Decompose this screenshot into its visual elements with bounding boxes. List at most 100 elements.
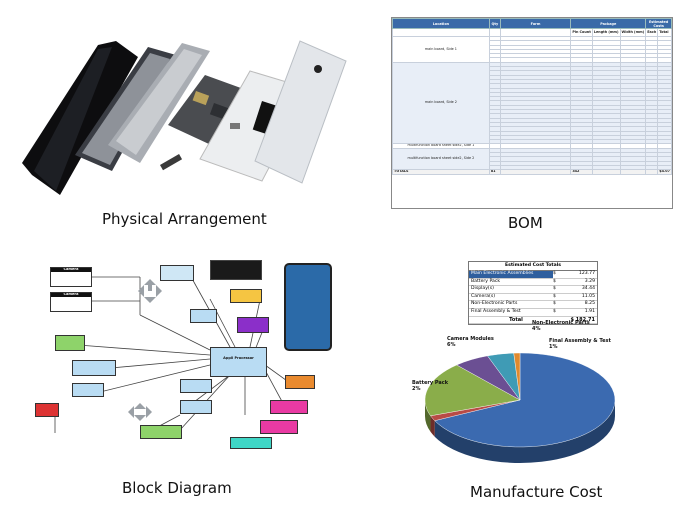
cost-total-row: Total $ 182.71 xyxy=(469,317,597,325)
pie-label-camera-pct: 6% xyxy=(447,342,456,348)
cost-row-currency: $ xyxy=(553,308,556,314)
pie-label-final-pct: 1% xyxy=(549,344,558,350)
rf-block xyxy=(35,403,59,417)
cost-row-value: 123.77 xyxy=(578,271,595,276)
bom-totals-label: TOTALS xyxy=(392,169,490,175)
cost-row-currency: $ xyxy=(553,271,556,276)
cost-row-value: 3.29 xyxy=(584,278,595,284)
pie-label-non-electronic: Non-Electronic Parts 4% xyxy=(532,320,590,332)
physical-arrangement-caption: Physical Arrangement xyxy=(102,210,267,228)
pie-label-final: Final Assembly & Test 1% xyxy=(549,338,611,350)
cost-total-value: $ 182.71 xyxy=(570,316,595,323)
cost-row-currency: $ xyxy=(553,301,556,307)
cost-row: Camera(s) $11.05 xyxy=(469,294,597,302)
bom-location-cell: multifunction board sheet side2, Side 1 xyxy=(392,143,490,149)
physical-arrangement-panel: Physical Arrangement xyxy=(0,0,350,240)
block-diagram-caption: Block Diagram xyxy=(122,479,232,497)
cost-row-label: Non-Electronic Parts xyxy=(471,301,518,307)
cost-row: Final Assembly & Test $1.91 xyxy=(469,309,597,317)
pie-label-camera-name: Camera Modules xyxy=(447,336,494,342)
cost-total-label: Total xyxy=(509,316,523,323)
pie-slice-side xyxy=(434,400,615,464)
cost-row-value: 11.05 xyxy=(581,293,595,299)
bom-row xyxy=(393,109,672,115)
cost-row-currency: $ xyxy=(553,286,556,292)
cost-row-label: Battery Pack xyxy=(471,278,501,284)
pie-slice xyxy=(513,352,521,401)
bom-location-cell: main board, Side 2 xyxy=(392,61,490,145)
cost-row-value: 34.44 xyxy=(581,286,595,292)
block-diagram-panel: Camera Camera Appli Processor xyxy=(30,255,340,455)
pie-slice xyxy=(456,355,521,401)
display-driver-block xyxy=(237,317,269,333)
audio-codec-block xyxy=(180,379,212,393)
bom-header-location: Location xyxy=(392,18,490,29)
bom-subheader: Total xyxy=(657,28,672,37)
bom-subheader: Pin Count xyxy=(570,28,593,37)
cost-row: Main Electronic Assemblies$123.77 xyxy=(469,271,597,279)
cost-row-value: 1.91 xyxy=(584,308,595,314)
exploded-phone-illustration xyxy=(22,40,347,195)
camera-block-1-title: Camera xyxy=(51,268,91,272)
bom-location-cell: main board, Side 1 xyxy=(392,36,490,63)
bom-subheader: Width (mm) xyxy=(619,28,647,37)
pie-label-camera: Camera Modules 6% xyxy=(447,336,494,348)
power-block xyxy=(55,335,85,351)
touch-controller-block xyxy=(230,289,262,303)
bom-caption: BOM xyxy=(508,214,543,232)
pie-slice xyxy=(487,352,521,401)
smartphone-display xyxy=(284,263,332,351)
pmic-block xyxy=(285,375,315,389)
pie-slice xyxy=(434,352,616,448)
bom-totals-cost: $4.07 xyxy=(657,169,672,175)
cost-row-label: Final Assembly & Test xyxy=(471,308,521,314)
cost-row-label: Display(s) xyxy=(471,286,494,292)
bom-subheader: Each xyxy=(645,28,659,37)
bom-header-form: Form xyxy=(499,18,572,29)
bom-row xyxy=(393,156,672,162)
camera-block-1: Camera xyxy=(50,267,92,287)
pie-label-battery-name: Battery Pack xyxy=(412,380,449,386)
cost-table: Estimated Cost Totals Main Electronic As… xyxy=(468,261,598,326)
pie-label-battery-pct: 2% xyxy=(412,386,421,392)
bom-table: Location Qty Form Package Estimated Cost… xyxy=(391,17,673,209)
sensor-hub-block xyxy=(270,400,308,414)
baseband-block xyxy=(72,383,104,397)
bom-totals-pins: 342 xyxy=(570,169,593,175)
app-processor-label: Appli Processor xyxy=(223,356,254,360)
cost-row-value: 8.25 xyxy=(584,301,595,307)
pie-label-non-electronic-name: Non-Electronic Parts xyxy=(532,320,590,326)
pie-label-non-electronic-pct: 4% xyxy=(532,326,541,332)
bom-row xyxy=(393,134,672,141)
bom-subheader: Length (mm) xyxy=(591,28,621,37)
bom-totals-qty: 81 xyxy=(488,169,501,175)
gps-block xyxy=(180,400,212,414)
cost-row-currency: $ xyxy=(553,293,556,299)
manufacture-cost-caption: Manufacture Cost xyxy=(470,483,603,501)
cost-row-label: Camera(s) xyxy=(471,293,496,299)
pie-slice-side xyxy=(430,415,435,437)
cost-row: Display(s) $34.44 xyxy=(469,286,597,294)
sensor-block xyxy=(160,265,194,281)
bom-header-costs: Estimated Costs xyxy=(645,18,672,29)
lcd-block xyxy=(210,260,262,280)
pie-slice xyxy=(430,399,521,421)
camera-block-2-title: Camera xyxy=(51,293,91,297)
nfc-block xyxy=(190,309,217,323)
cost-row-currency: $ xyxy=(553,278,556,284)
battery-block xyxy=(230,437,272,449)
bom-row: multifunction board sheet side2, Side 2 xyxy=(392,147,672,171)
cost-row: Battery Pack $3.29 xyxy=(469,279,597,287)
pie-label-battery: Battery Pack 2% xyxy=(412,380,448,392)
cost-row-label: Main Electronic Assemblies xyxy=(469,271,553,278)
camera-block-2: Camera xyxy=(50,292,92,312)
bom-header-qty: Qty xyxy=(488,18,501,29)
bom-row: main board, Side 2 xyxy=(392,61,672,145)
wifi-block xyxy=(140,425,182,439)
pie-label-final-name: Final Assembly & Test xyxy=(549,338,611,344)
app-processor-block: Appli Processor xyxy=(210,347,267,377)
cost-table-title: Estimated Cost Totals xyxy=(469,262,597,271)
memory-block xyxy=(72,360,116,376)
bom-location-cell: multifunction board sheet side2, Side 2 xyxy=(392,147,490,171)
